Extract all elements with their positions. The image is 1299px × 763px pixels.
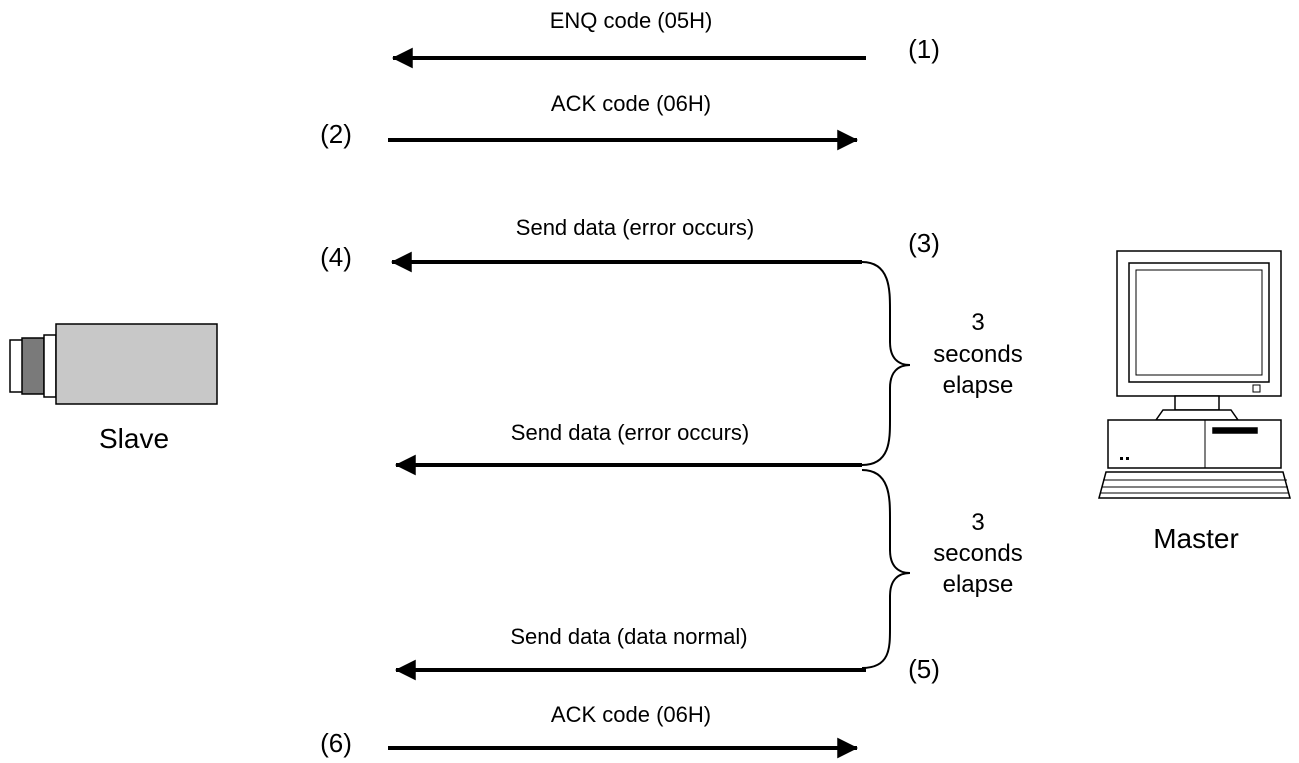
ack-label-1: ACK code (06H) <box>551 91 711 116</box>
interval-brace-2 <box>861 469 911 669</box>
ack-label-2: ACK code (06H) <box>551 702 711 727</box>
interval-brace-1 <box>861 261 911 466</box>
interval-1-line-3: elapse <box>943 372 1014 399</box>
interval-2-line-2: seconds <box>933 540 1022 567</box>
send-data-normal-label: Send data (data normal) <box>510 624 747 649</box>
interval-2-line-1: 3 <box>971 509 984 536</box>
send-data-error-label-2: Send data (error occurs) <box>511 420 749 445</box>
slave-device-icon <box>9 323 218 405</box>
interval-1-line-1: 3 <box>971 309 984 336</box>
interval-2-line-3: elapse <box>943 571 1014 598</box>
master-label: Master <box>1153 523 1239 554</box>
send-data-error-label-1: Send data (error occurs) <box>516 215 754 240</box>
step-3: (3) <box>908 228 940 258</box>
slave-label: Slave <box>99 423 169 454</box>
interval-1-line-2: seconds <box>933 341 1022 368</box>
step-1: (1) <box>908 34 940 64</box>
step-4: (4) <box>320 242 352 272</box>
step-2: (2) <box>320 119 352 149</box>
master-computer-icon <box>1098 250 1291 499</box>
step-6: (6) <box>320 728 352 758</box>
enq-label: ENQ code (05H) <box>550 8 713 33</box>
step-5: (5) <box>908 654 940 684</box>
